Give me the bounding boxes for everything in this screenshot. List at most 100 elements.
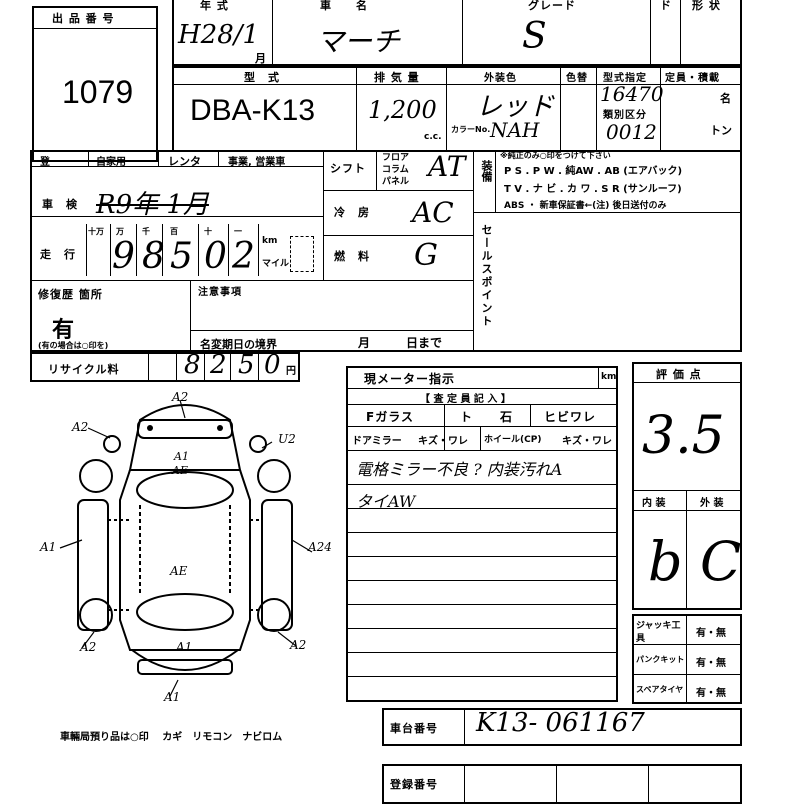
model-label: 型 式 <box>244 71 280 84</box>
recycle-digit: 8 <box>184 350 201 380</box>
jack-tool-value: 有・無 <box>696 628 726 639</box>
mile-unit: マイル <box>262 259 290 269</box>
shift-option-column: コラム <box>382 165 409 175</box>
note-line-2: タイAW <box>356 492 416 511</box>
fuel-value: G <box>414 238 438 273</box>
unit-1k: 千 <box>142 227 150 236</box>
wheel-label: ホイール(CP) <box>484 435 542 445</box>
damage-mark: A1 <box>176 640 193 654</box>
mileage-digit: 2 <box>232 236 255 277</box>
exterior-value: C <box>700 530 742 593</box>
puncture-kit-label: パンクキット <box>636 655 685 664</box>
category-value: 0012 <box>606 120 657 144</box>
name-change-month: 月 <box>358 336 371 350</box>
unit-100: 百 <box>170 227 178 236</box>
unit-10: 十 <box>204 227 212 236</box>
recycle-label: リサイクル料 <box>48 363 120 376</box>
capacity-label: 定員・積載 <box>665 73 720 84</box>
business-label: 事業, 営業車 <box>228 157 286 168</box>
chassis-value: K13- 061167 <box>476 708 645 738</box>
shift-option-floor: フロア <box>382 153 410 163</box>
inspection-value: R9年 1月 <box>96 190 209 220</box>
caution-label: 注意事項 <box>198 287 242 298</box>
category-label: 類別区分 <box>603 110 647 121</box>
mileage-digit: 5 <box>170 236 193 277</box>
fuel-label: 燃 料 <box>334 250 370 263</box>
recycle-row <box>30 352 300 382</box>
damage-mark: A1 <box>40 540 57 554</box>
equipment-section <box>30 150 742 352</box>
type-designation-value: 16470 <box>600 82 664 106</box>
interior-value: b <box>648 530 683 593</box>
sales-point-label: セールスポイント <box>480 224 493 328</box>
recycle-unit: 円 <box>286 366 296 377</box>
lot-number: 1079 <box>62 74 134 110</box>
registration-label: 登録番号 <box>390 778 438 791</box>
door-label: ド <box>660 0 672 12</box>
damage-mark: A2 <box>72 420 89 434</box>
glass-option-stone: 石 <box>500 410 514 424</box>
meter-unit: km <box>601 372 617 382</box>
shape-label: 形 状 <box>692 0 721 12</box>
year-label: 年 式 <box>200 0 229 12</box>
equipment-line2: T V . ナ ビ . カ ワ . S R (サンルーフ) <box>504 184 682 195</box>
inspector-title: 【 査 定 員 記 入 】 <box>420 394 511 405</box>
score-box <box>632 362 742 610</box>
damage-mark: A24 <box>308 540 332 554</box>
equipment-line1: P S . P W . 純AW . AB (エアバック) <box>504 166 683 177</box>
lot-label: 出 品 番 号 <box>52 12 115 25</box>
recycle-digit: 0 <box>264 350 281 380</box>
bottom-note: 車輛局預り品は○印 カギ リモコン ナビロム <box>60 732 283 743</box>
jack-tool-label: ジャッキ工具 <box>636 621 681 644</box>
exterior-label: 外 装 <box>700 498 724 509</box>
note-line-1: 電格ミラー不良 ? 内装汚れA <box>356 460 563 479</box>
damage-mark: AE <box>172 464 188 477</box>
car-name-value: マーチ <box>316 25 401 58</box>
mileage-digit: 9 <box>112 236 135 277</box>
shift-option-panel: パネル <box>382 177 410 187</box>
interior-label: 内 装 <box>642 498 666 509</box>
damage-mark: A1 <box>174 450 189 463</box>
shift-value: AT <box>428 150 466 183</box>
exterior-color-label: 外装色 <box>484 73 517 84</box>
wheel-option: キズ・ワレ <box>562 436 612 447</box>
cc-unit: c.c. <box>424 132 442 142</box>
year-month-char: 月 <box>255 52 266 65</box>
spare-tire-label: スペアタイヤ <box>636 685 684 694</box>
repair-value: 有 <box>52 318 75 343</box>
color-no-value: NAH <box>490 118 540 142</box>
ac-label: 冷 房 <box>334 206 370 219</box>
color-change-label: 色替 <box>566 73 588 84</box>
accessories-box <box>632 614 742 704</box>
mileage-digit: 0 <box>204 236 227 277</box>
glass-option-crack: ヒビワレ <box>544 410 597 424</box>
damage-mark: U2 <box>278 432 296 446</box>
inspector-notes-box <box>346 366 618 702</box>
model-value: DBA-K13 <box>190 94 316 127</box>
capacity-unit-tons: トン <box>710 124 732 137</box>
meter-label: 現メーター指示 <box>364 372 456 386</box>
lot-number-box <box>32 6 158 162</box>
mileage-label: 走 行 <box>40 248 76 261</box>
name-change-label: 名変期日の境界 <box>200 338 277 351</box>
damage-mark: A2 <box>172 390 189 404</box>
recycle-digit: 5 <box>238 350 255 380</box>
recycle-digit: 2 <box>210 350 227 380</box>
unit-1: 一 <box>234 227 242 236</box>
equipment-label: 装備 <box>480 160 493 182</box>
header-row <box>172 0 742 66</box>
puncture-kit-value: 有・無 <box>696 658 726 669</box>
color-no-prefix: カラーNo. <box>451 125 491 134</box>
name-change-day: 日まで <box>406 336 443 350</box>
car-name-label: 車 名 <box>320 0 368 12</box>
registration-usage-label: 登 <box>40 157 50 168</box>
chassis-label: 車台番号 <box>390 722 438 735</box>
year-value: H28/1 <box>178 20 260 50</box>
chassis-box <box>382 708 742 746</box>
mileage-digit: 8 <box>142 236 165 277</box>
private-use-label: 自家用 <box>96 157 126 168</box>
damage-mark: AE <box>170 564 188 578</box>
exterior-color-value: レッド <box>476 92 555 122</box>
front-glass-label: Fガラス <box>366 410 414 424</box>
type-designation-label: 型式指定 <box>603 73 647 84</box>
